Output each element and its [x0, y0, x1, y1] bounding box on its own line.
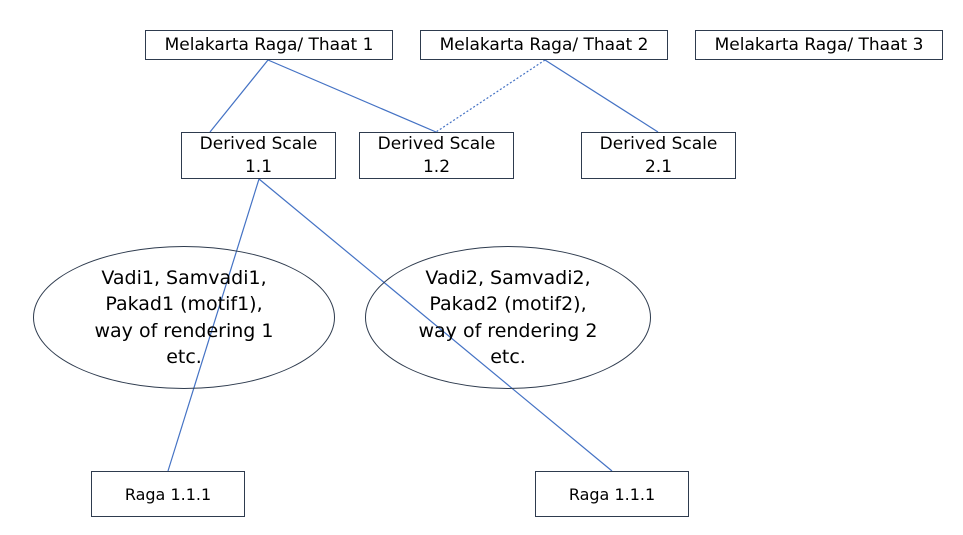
connector-thaat1-scale12 [267, 59, 437, 133]
characteristics-2-line-1: Vadi2, Samvadi2, [425, 267, 591, 290]
derived-scale-1-2-title: Derived Scale [377, 134, 496, 155]
thaat-3-label: Melakarta Raga/ Thaat 3 [714, 34, 924, 55]
thaat-2-label: Melakarta Raga/ Thaat 2 [439, 34, 649, 55]
connector-thaat2-scale21 [544, 59, 659, 133]
thaat-1-label: Melakarta Raga/ Thaat 1 [164, 34, 374, 55]
derived-scale-2-1-number: 2.1 [644, 156, 673, 177]
raga-left-label: Raga 1.1.1 [124, 484, 212, 504]
characteristics-2-line-2: Pakad2 (motif2), [429, 293, 587, 316]
raga-box-right: Raga 1.1.1 [535, 471, 689, 517]
characteristics-ellipse-1: Vadi1, Samvadi1, Pakad1 (motif1), way of… [33, 246, 335, 389]
thaat-1-box: Melakarta Raga/ Thaat 1 [145, 30, 393, 60]
characteristics-1-line-2: Pakad1 (motif1), [105, 293, 263, 316]
raga-box-left: Raga 1.1.1 [91, 471, 245, 517]
raga-right-label: Raga 1.1.1 [568, 484, 656, 504]
characteristics-1-line-4: etc. [166, 345, 202, 368]
characteristics-2-line-4: etc. [490, 345, 526, 368]
derived-scale-2-1-title: Derived Scale [599, 134, 718, 155]
derived-scale-2-1-box: Derived Scale 2.1 [581, 132, 736, 179]
characteristics-1-line-3: way of rendering 1 [94, 319, 274, 342]
characteristics-ellipse-2: Vadi2, Samvadi2, Pakad2 (motif2), way of… [365, 246, 651, 389]
thaat-2-box: Melakarta Raga/ Thaat 2 [420, 30, 668, 60]
connector-thaat2-scale12 [435, 59, 546, 133]
derived-scale-1-2-box: Derived Scale 1.2 [359, 132, 514, 179]
thaat-3-box: Melakarta Raga/ Thaat 3 [695, 30, 943, 60]
derived-scale-1-1-box: Derived Scale 1.1 [181, 132, 336, 179]
derived-scale-1-1-number: 1.1 [244, 156, 273, 177]
characteristics-1-line-1: Vadi1, Samvadi1, [101, 267, 267, 290]
connector-thaat1-scale11 [209, 59, 269, 133]
derived-scale-1-1-title: Derived Scale [199, 134, 318, 155]
characteristics-2-line-3: way of rendering 2 [418, 319, 598, 342]
derived-scale-1-2-number: 1.2 [422, 156, 451, 177]
